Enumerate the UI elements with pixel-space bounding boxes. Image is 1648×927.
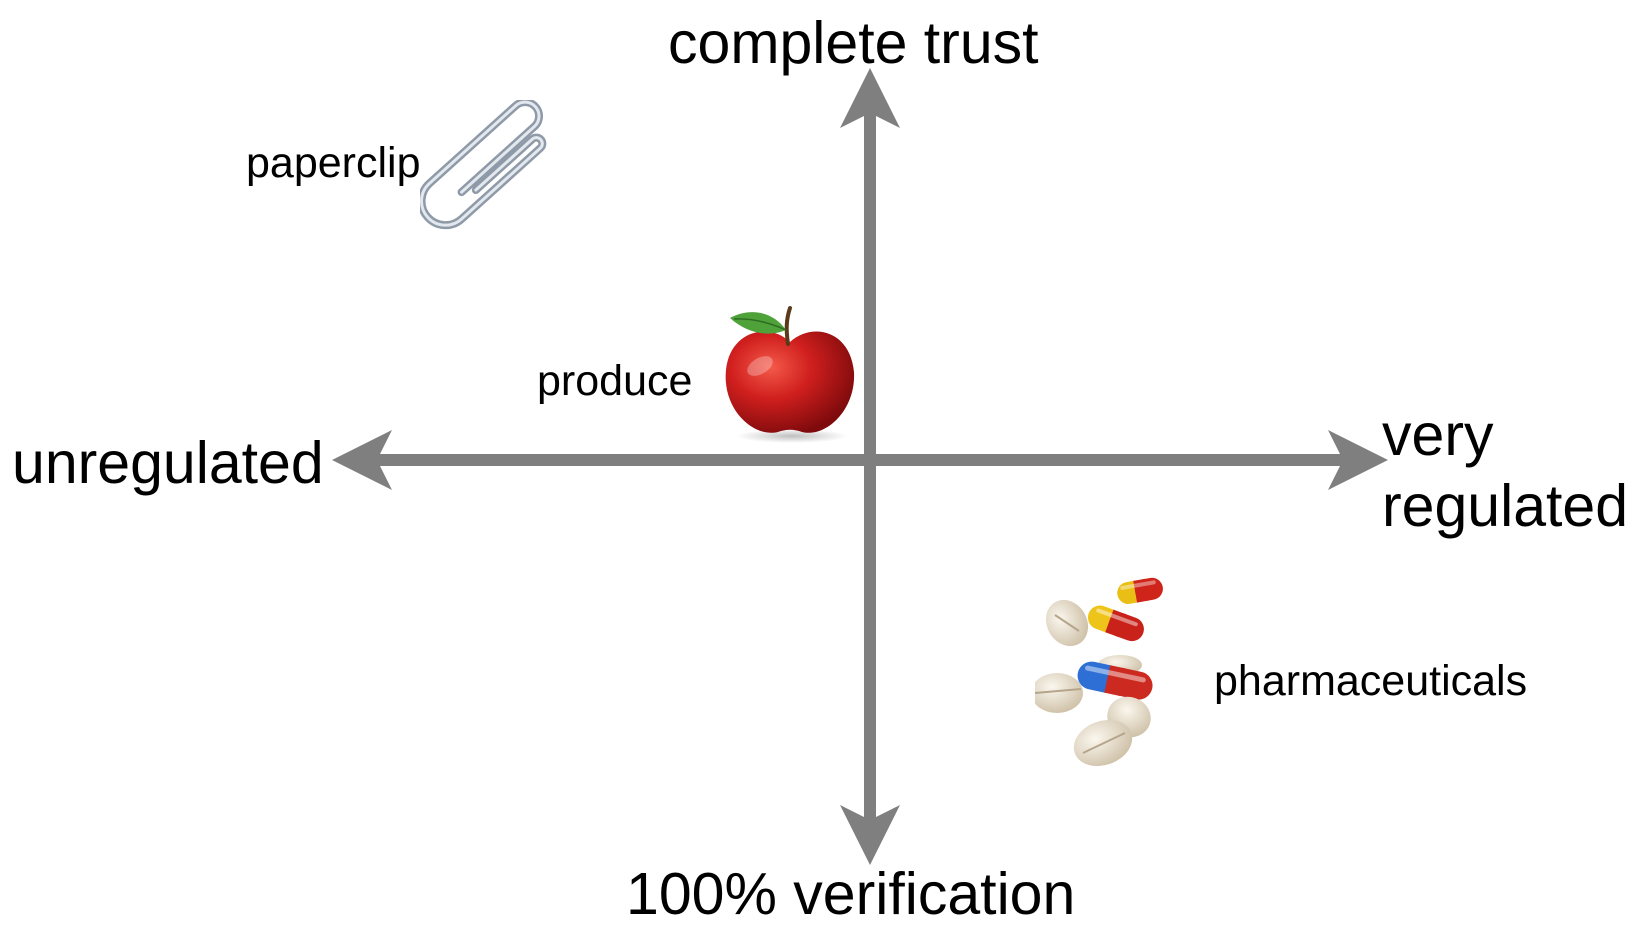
pills-icon: [1035, 577, 1163, 767]
paperclip-label: paperclip: [246, 139, 421, 187]
axis-label-bottom: 100% verification: [626, 861, 1076, 927]
produce-label: produce: [537, 357, 693, 405]
pharmaceuticals-label: pharmaceuticals: [1214, 657, 1528, 705]
axis-label-top: complete trust: [668, 10, 1039, 76]
axis-label-right: very regulated: [1382, 400, 1628, 542]
axis-label-right-line1: very: [1382, 402, 1494, 468]
axis-label-right-line2: regulated: [1382, 472, 1629, 539]
axis-label-left: unregulated: [12, 430, 324, 496]
apple-icon: [725, 306, 855, 443]
paperclip-icon: [420, 100, 547, 230]
